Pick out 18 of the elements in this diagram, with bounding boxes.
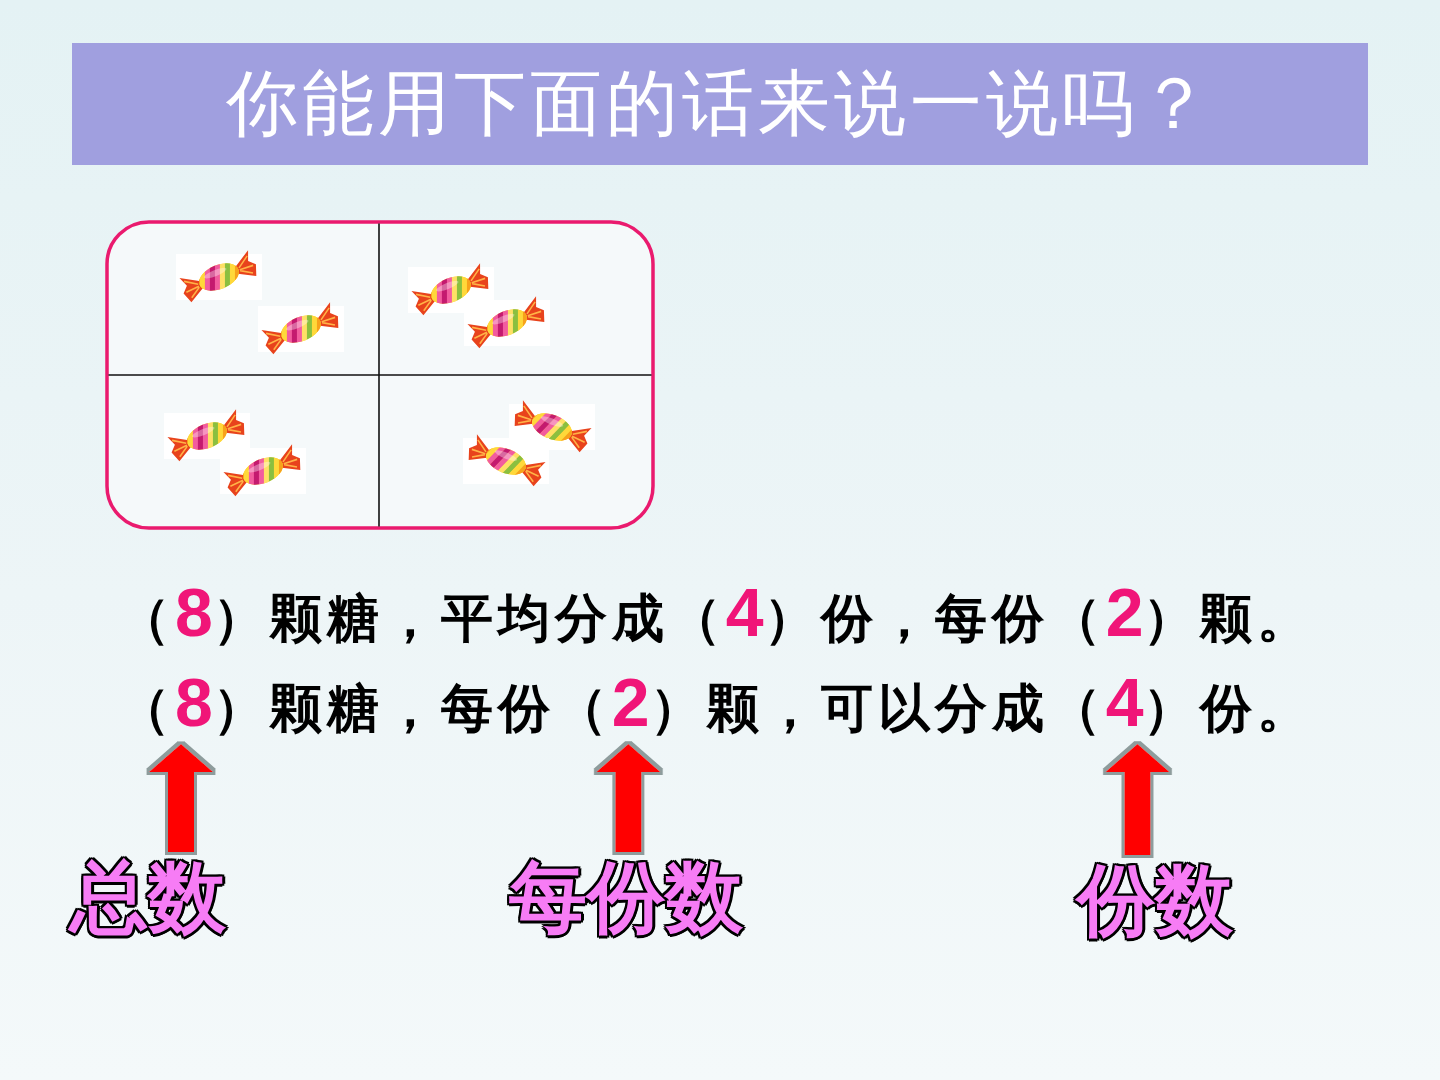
sentence-text: （ bbox=[118, 680, 175, 738]
sentence-text: ）颗。 bbox=[1143, 590, 1315, 648]
answer-number: 2 bbox=[1105, 578, 1144, 652]
answer-number: 8 bbox=[175, 578, 213, 652]
sentence-text: （ bbox=[118, 590, 175, 648]
answer-number: 8 bbox=[175, 668, 213, 744]
title-text: 你能用下面的话来说一说吗？ bbox=[226, 64, 1214, 144]
answer-number: 4 bbox=[1105, 668, 1144, 744]
sentence-text: ）颗糖，平均分成（ bbox=[212, 590, 726, 648]
answer-number: 4 bbox=[725, 578, 764, 652]
sentence-text: ）颗糖，每份（ bbox=[212, 680, 612, 738]
sentence-text: ）份。 bbox=[1143, 680, 1315, 738]
answer-number: 2 bbox=[611, 668, 650, 744]
term-label: 份数 bbox=[1077, 855, 1233, 939]
term-label: 总数 bbox=[70, 852, 226, 936]
sentence-text: ）颗，可以分成（ bbox=[649, 680, 1106, 738]
term-label: 每份数 bbox=[509, 852, 743, 936]
sentence-text: ）份，每份（ bbox=[763, 590, 1106, 648]
